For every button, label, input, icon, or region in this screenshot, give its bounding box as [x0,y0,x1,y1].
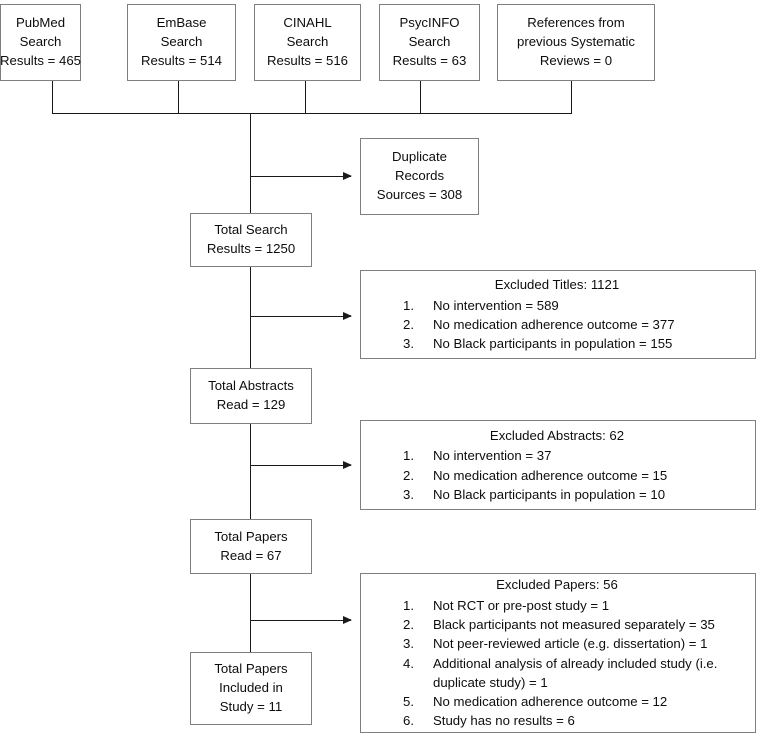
source-box-pubmed: PubMed Search Results = 465 [0,4,81,81]
total-abstracts-line2: Read = 129 [216,397,286,412]
source-label-line3: Results = 514 [140,52,222,68]
excluded-papers-item: Additional analysis of already included … [403,654,718,690]
source-label-line2: Search [408,34,451,50]
duplicates-line2: Records [394,168,445,184]
connector-drop-embase [178,81,179,113]
source-label-line2: Search [19,34,62,50]
duplicate-records-box: Duplicate Records Sources = 308 [360,138,479,215]
excluded-abstracts-box: Excluded Abstracts: 62 No intervention =… [360,420,756,510]
source-label-line3: Results = 516 [266,52,348,68]
excluded-abstracts-title: Excluded Abstracts: 62 [489,427,625,443]
duplicates-line1: Duplicate [392,149,447,165]
excluded-papers-title: Excluded Papers: 56 [496,577,618,593]
duplicates-line3: Sources = 308 [376,186,463,202]
stage-box-total-papers-read: Total Papers Read = 67 [190,519,312,574]
total-papers-included-line3: Study = 11 [219,698,283,714]
excluded-papers-item: Not peer-reviewed article (e.g. disserta… [403,634,708,654]
excluded-papers-box: Excluded Papers: 56 Not RCT or pre-post … [360,573,756,733]
connector-stem-to-total-search [250,113,251,213]
excluded-titles-item: No intervention = 589 [403,296,559,316]
total-papers-read-line2: Read = 67 [220,547,282,563]
source-label-line2: Search [286,34,329,50]
total-abstracts-line1: Total Abstracts [208,378,294,394]
source-label-line1: PsycINFO [399,15,460,31]
stage-box-total-papers-included: Total Papers Included in Study = 11 [190,652,312,725]
connector-drop-previous-reviews [571,81,572,113]
excluded-abstracts-item: No intervention = 37 [403,446,552,466]
source-box-previous-reviews: References from previous Systematic Revi… [497,4,655,81]
connector-stem-total-search-to-abstracts [250,267,251,368]
excluded-abstracts-list: No intervention = 37 No medication adher… [367,446,747,504]
connector-drop-pubmed [52,81,53,113]
source-label-line3: Reviews = 0 [539,52,613,68]
source-label-line3: Results = 63 [392,52,467,68]
excluded-titles-list: No intervention = 589 No medication adhe… [367,296,747,354]
source-label-line3: Results = 465 [0,52,82,68]
connector-manifold-bar [52,113,572,114]
excluded-abstracts-item: No medication adherence outcome = 15 [403,466,668,486]
source-box-embase: EmBase Search Results = 514 [127,4,236,81]
excluded-papers-item: Not RCT or pre-post study = 1 [403,596,610,616]
source-label-line1: References from [527,15,625,31]
connector-arrow-to-excluded-titles [250,311,352,320]
excluded-titles-item: No medication adherence outcome = 377 [403,315,675,335]
connector-arrow-to-duplicates [250,171,352,180]
connector-drop-cinahl [305,81,306,113]
excluded-titles-box: Excluded Titles: 1121 No intervention = … [360,270,756,359]
total-papers-included-line2: Included in [219,680,283,696]
connector-arrow-to-excluded-abstracts [250,460,352,469]
source-label-line2: previous Systematic [517,34,635,50]
excluded-abstracts-item: No Black participants in population = 10 [403,485,666,505]
connector-drop-psycinfo [420,81,421,113]
source-box-psycinfo: PsycINFO Search Results = 63 [379,4,480,81]
source-label-line2: Search [160,34,203,50]
excluded-papers-list: Not RCT or pre-post study = 1 Black part… [367,596,747,731]
excluded-papers-item: Black participants not measured separate… [403,615,715,635]
connector-stem-abstracts-to-papers [250,424,251,519]
total-search-line2: Results = 1250 [206,241,296,256]
excluded-titles-item: No Black participants in population = 15… [403,334,673,354]
connector-arrow-to-excluded-papers [250,615,352,624]
stage-box-total-abstracts-read: Total Abstracts Read = 129 [190,368,312,424]
source-box-cinahl: CINAHL Search Results = 516 [254,4,361,81]
stage-box-total-search-results: Total Search Results = 1250 [190,213,312,267]
source-label-line1: PubMed [15,15,66,31]
total-search-line1: Total Search [214,222,288,238]
total-papers-included-line1: Total Papers [214,661,288,677]
connector-stem-papers-to-included [250,574,251,652]
excluded-papers-item: Study has no results = 6 [403,711,575,731]
excluded-titles-title: Excluded Titles: 1121 [494,277,620,293]
excluded-papers-item: No medication adherence outcome = 12 [403,692,668,712]
source-label-line1: CINAHL [283,15,332,31]
total-papers-read-line1: Total Papers [214,528,288,544]
source-label-line1: EmBase [156,15,207,31]
